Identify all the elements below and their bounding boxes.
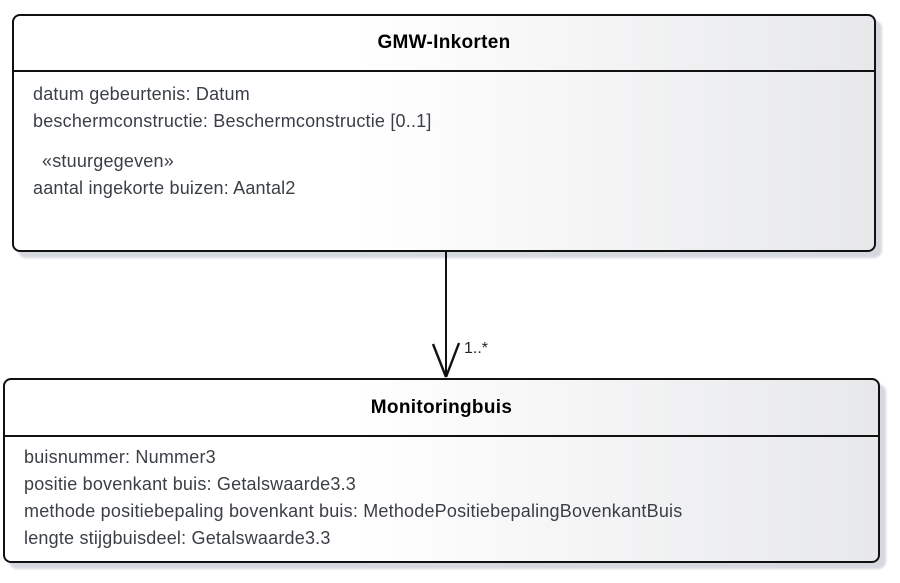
class-title: GMW-Inkorten (377, 32, 511, 53)
attribute-line: datum gebeurtenis: Datum (33, 84, 250, 104)
class-header: Monitoringbuis (5, 380, 878, 437)
attribute-line: aantal ingekorte buizen: Aantal2 (33, 178, 296, 198)
attribute-line: buisnummer: Nummer3 (24, 447, 216, 467)
attribute-line: beschermconstructie: Beschermconstructie… (33, 111, 432, 131)
class-title: Monitoringbuis (370, 396, 513, 418)
multiplicity-label: 1..* (464, 340, 488, 357)
class-box-monitoringbuis[interactable]: Monitoringbuis buisnummer: Nummer3 posit… (3, 378, 880, 563)
class-attributes: datum gebeurtenis: Datum beschermconstru… (14, 72, 874, 202)
attribute-line: positie bovenkant buis: Getalswaarde3.3 (24, 474, 357, 494)
open-arrowhead-icon (431, 342, 461, 378)
attribute-line: methode positiebepaling bovenkant buis: … (24, 501, 683, 521)
class-box-gmw-inkorten[interactable]: GMW-Inkorten datum gebeurtenis: Datum be… (12, 14, 876, 252)
class-header: GMW-Inkorten (14, 16, 874, 72)
attribute-line: lengte stijgbuisdeel: Getalswaarde3.3 (24, 528, 331, 548)
class-attributes: buisnummer: Nummer3 positie bovenkant bu… (5, 437, 878, 552)
stereotype-label: «stuurgegeven» (42, 151, 174, 171)
